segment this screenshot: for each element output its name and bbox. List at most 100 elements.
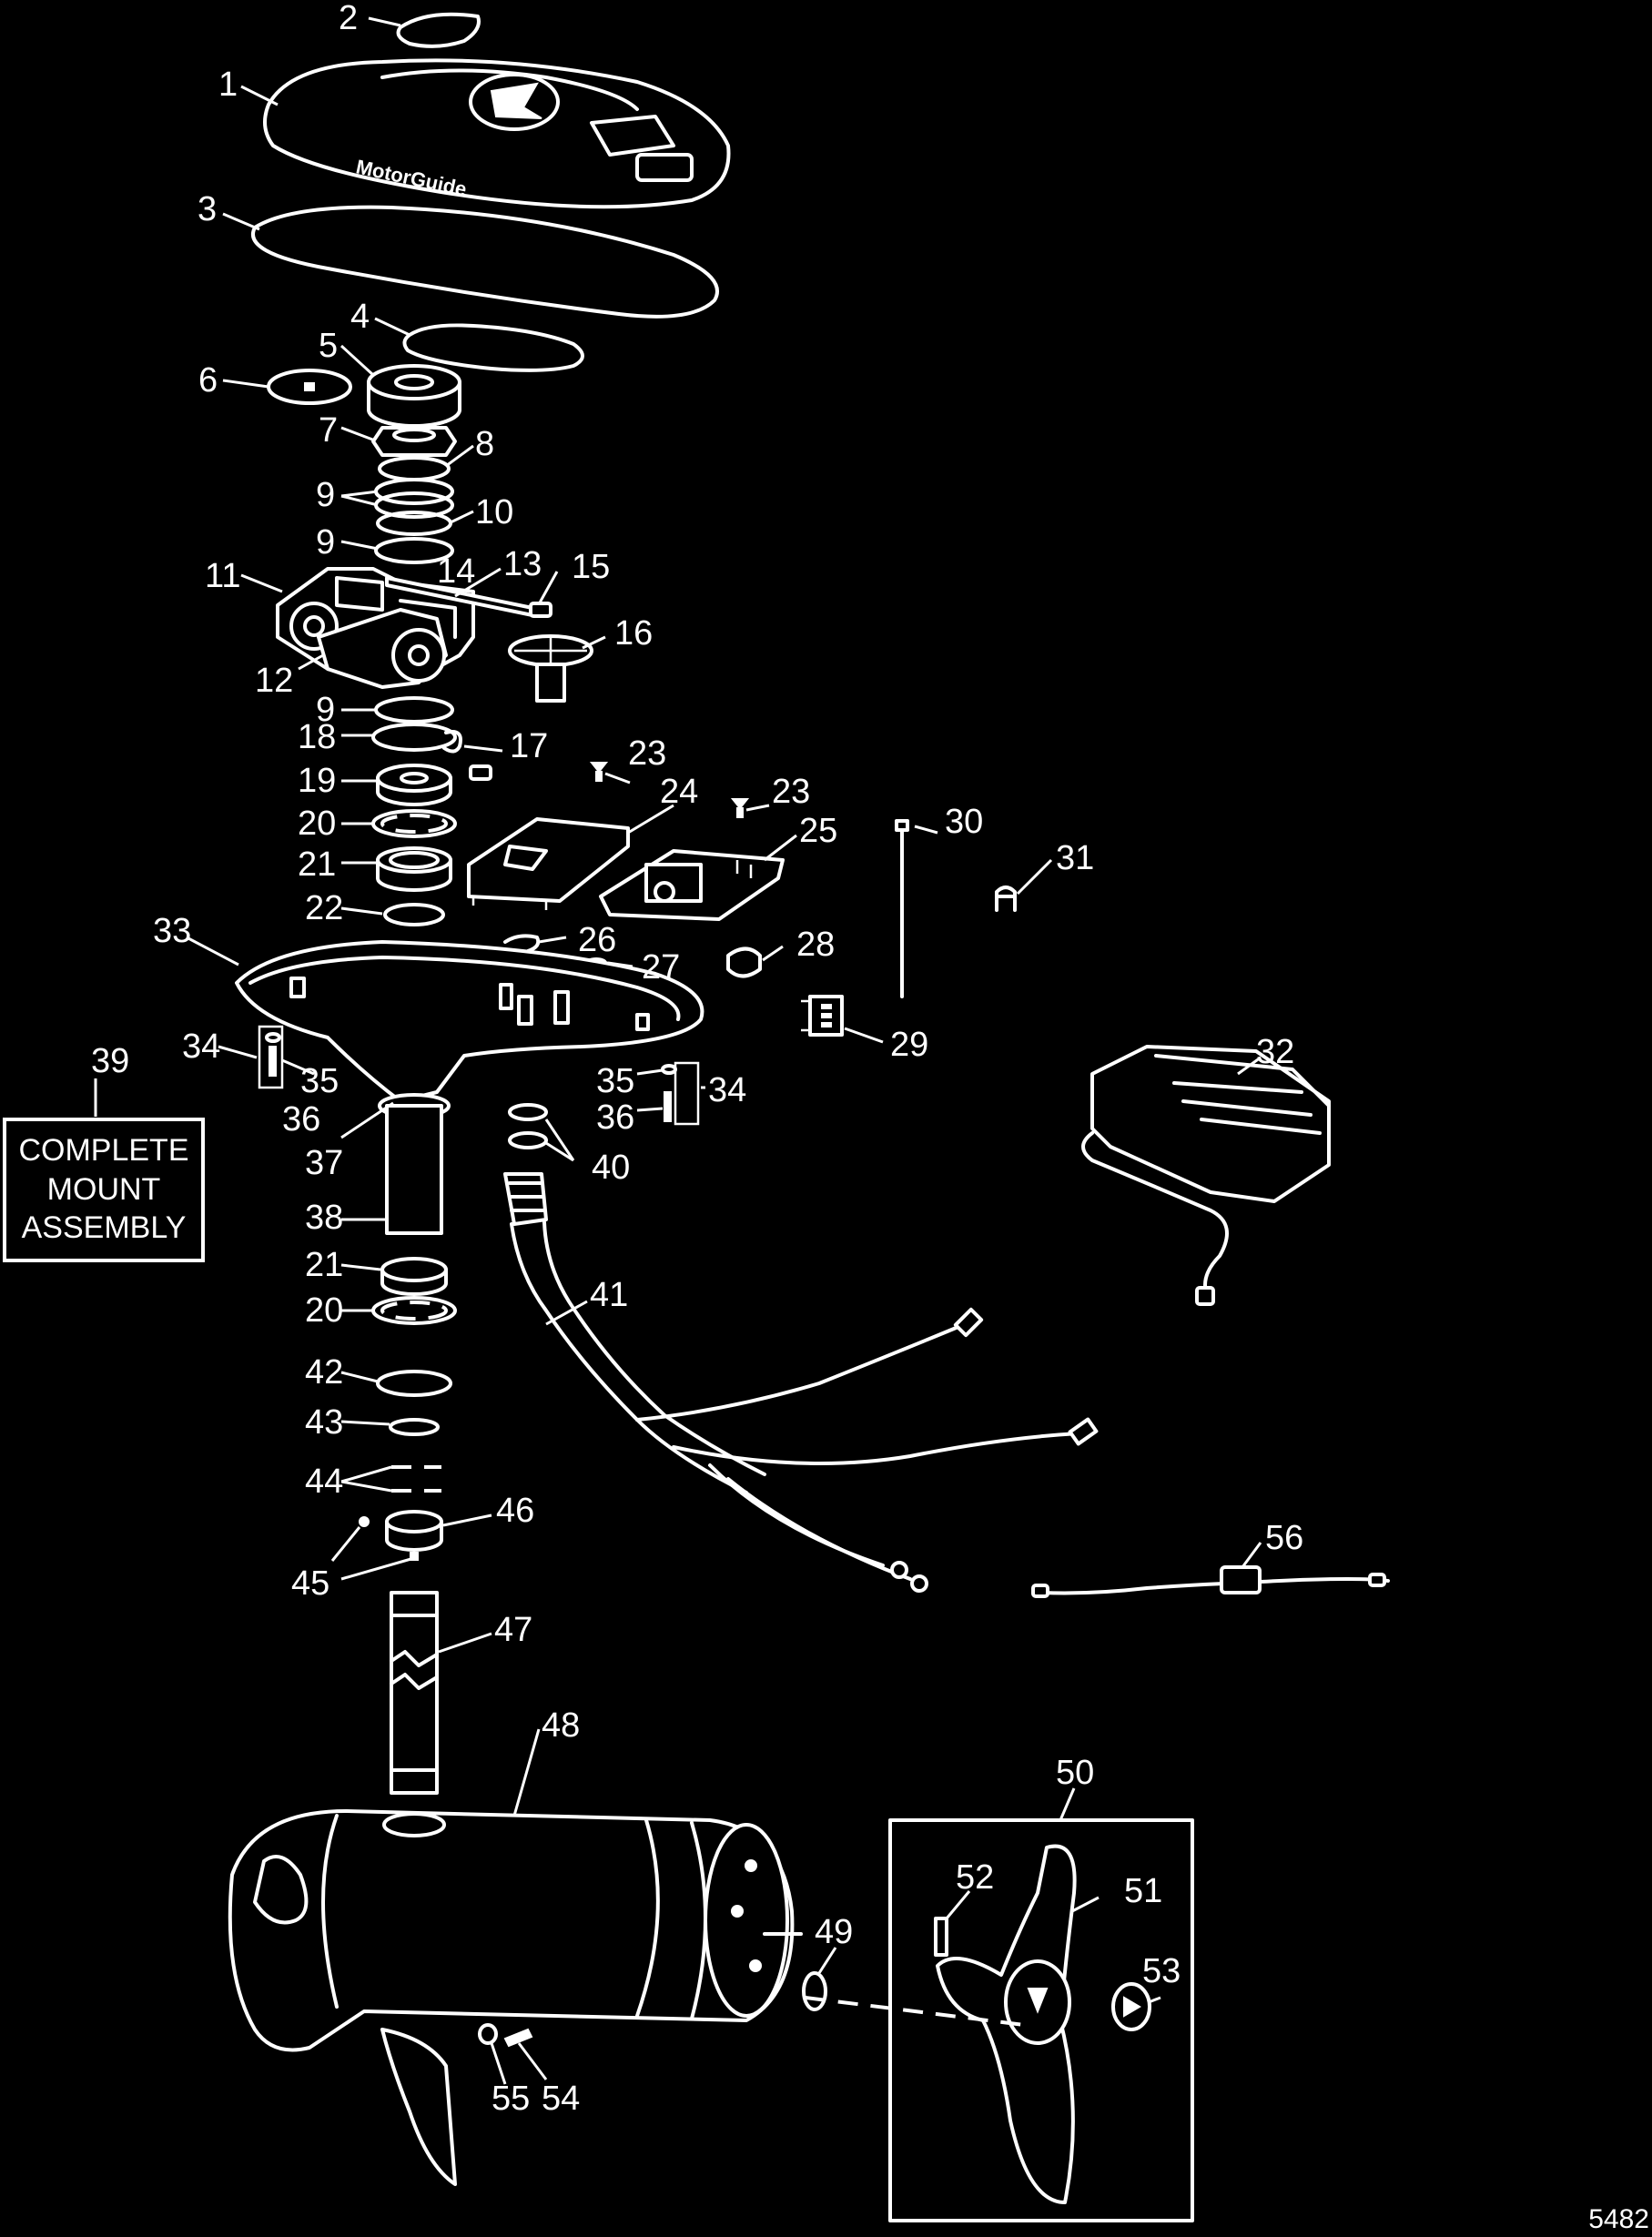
label-23b: 23 (772, 773, 810, 811)
part-7-nut (371, 426, 457, 457)
mount-assembly-callout: COMPLETE MOUNT ASSEMBLY (3, 1118, 205, 1262)
label-19: 19 (298, 762, 336, 800)
part-4-seal (402, 323, 584, 372)
label-34a: 34 (182, 1027, 220, 1066)
part-18-ring (371, 723, 457, 752)
label-18: 18 (298, 718, 336, 756)
part-26-clip (503, 934, 541, 953)
part-32-foot-pedal (1081, 1045, 1331, 1306)
label-24: 24 (660, 773, 698, 811)
part-25-control-board (599, 849, 785, 921)
label-50: 50 (1056, 1754, 1094, 1792)
label-42: 42 (305, 1353, 343, 1392)
label-46: 46 (496, 1492, 534, 1530)
part-34-screw-brackets (258, 1025, 700, 1126)
label-54: 54 (542, 2080, 580, 2118)
label-34b: 34 (708, 1071, 746, 1109)
part-50-propeller-kit-box (888, 1818, 1194, 2222)
label-45: 45 (291, 1564, 329, 1603)
part-2-plug (396, 12, 481, 48)
figure-id: 5482 (1588, 2204, 1649, 2234)
label-52: 52 (956, 1858, 994, 1897)
part-30-cable-tie (895, 819, 909, 998)
assembly-line (805, 1996, 1025, 2027)
label-38: 38 (305, 1199, 343, 1237)
part-36-screws (269, 1046, 672, 1122)
label-41: 41 (590, 1276, 628, 1314)
mount-box-line2: MOUNT (47, 1172, 161, 1207)
mount-box-line1: COMPLETE (18, 1133, 188, 1168)
part-43-o-ring (389, 1418, 440, 1436)
part-1-top-cover: MotorGuide (263, 58, 731, 209)
part-45-set-screw (359, 1516, 370, 1527)
part-54-screw (503, 2028, 533, 2048)
label-20a: 20 (298, 805, 336, 843)
part-number-labels: 1 2 3 4 5 6 7 8 9 10 9 11 12 13 14 15 16… (91, 0, 1303, 2118)
label-33: 33 (153, 912, 191, 950)
label-56: 56 (1265, 1519, 1303, 1557)
label-21b: 21 (305, 1246, 343, 1284)
label-21a: 21 (298, 845, 336, 884)
part-16-pulley (508, 634, 593, 703)
part-53-nut (1111, 1982, 1151, 2031)
label-8: 8 (475, 425, 494, 463)
mount-box-line3: ASSEMBLY (22, 1210, 187, 1245)
label-2: 2 (339, 0, 358, 37)
part-40-o-rings (508, 1103, 548, 1149)
label-9a: 9 (316, 476, 335, 514)
label-49: 49 (815, 1913, 853, 1951)
label-29: 29 (890, 1026, 928, 1064)
label-27: 27 (642, 948, 680, 987)
label-17: 17 (510, 727, 548, 765)
label-9c: 9 (316, 691, 335, 729)
label-48: 48 (542, 1706, 580, 1745)
label-13: 13 (503, 545, 542, 583)
part-5-knob (367, 364, 461, 428)
leader-lines (94, 16, 1262, 2085)
label-35b: 35 (596, 1062, 634, 1100)
label-14: 14 (437, 552, 475, 591)
label-47: 47 (494, 1611, 532, 1649)
label-25: 25 (799, 812, 837, 850)
part-17-clip (442, 730, 492, 781)
label-36a: 36 (282, 1100, 320, 1139)
part-19-bushing (376, 764, 452, 806)
label-1: 1 (218, 66, 238, 104)
label-26: 26 (578, 921, 616, 959)
label-4: 4 (350, 298, 370, 336)
label-9b: 9 (316, 523, 335, 562)
label-5: 5 (319, 327, 338, 365)
label-32: 32 (1256, 1033, 1294, 1071)
part-56-extension-cable (1031, 1565, 1390, 1598)
label-36b: 36 (596, 1098, 634, 1137)
part-28-knob (726, 946, 762, 978)
part-22-ring (383, 903, 445, 926)
part-47-shaft (390, 1591, 439, 1795)
part-15-connector (529, 602, 552, 618)
part-41-wiring-harness (503, 1172, 1099, 1593)
label-30: 30 (945, 803, 983, 841)
label-20b: 20 (305, 1291, 343, 1330)
label-11: 11 (205, 557, 240, 595)
label-12: 12 (255, 662, 293, 700)
label-22: 22 (305, 889, 343, 927)
label-44: 44 (305, 1463, 343, 1501)
part-8-washer (378, 456, 451, 481)
label-43: 43 (305, 1403, 343, 1442)
label-10: 10 (475, 493, 513, 531)
label-6: 6 (198, 361, 218, 400)
label-23a: 23 (628, 734, 666, 773)
part-49-washer (802, 1971, 827, 2011)
part-33-base-housing (235, 940, 704, 1103)
part-52-pin (934, 1917, 948, 1957)
label-55: 55 (492, 2080, 530, 2118)
part-31-clip (995, 886, 1017, 912)
part-42-ring (376, 1370, 452, 1397)
label-51: 51 (1124, 1872, 1162, 1910)
label-28: 28 (796, 926, 835, 964)
label-53: 53 (1142, 1952, 1181, 1990)
label-39: 39 (91, 1042, 129, 1080)
label-37: 37 (305, 1144, 343, 1182)
label-35a: 35 (300, 1062, 339, 1100)
